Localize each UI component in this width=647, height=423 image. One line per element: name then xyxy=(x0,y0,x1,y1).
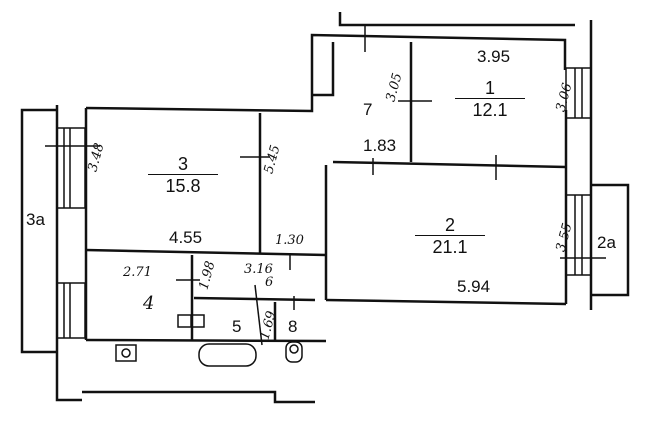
room-1-number: 1 xyxy=(455,78,525,99)
room-1-label: 1 12.1 xyxy=(455,78,525,121)
room-3-area: 15.8 xyxy=(165,176,201,196)
stove-icon xyxy=(115,344,137,362)
wall-room3-room4 xyxy=(85,248,327,257)
room-2-number: 2 xyxy=(415,215,485,236)
bathtub-icon xyxy=(198,343,257,367)
room-6-number: 6 xyxy=(265,275,274,290)
wall-top xyxy=(85,33,567,113)
room-2-area: 21.1 xyxy=(432,237,468,257)
room-2-label: 2 21.1 xyxy=(415,215,485,258)
room-8-number: 8 xyxy=(288,317,298,336)
wall-bottom-outer xyxy=(82,390,315,404)
room-2-width: 5.94 xyxy=(457,277,491,296)
balcony-3a-label: 3a xyxy=(26,210,45,229)
wall-stair xyxy=(338,12,575,27)
room-4-width: 2.71 xyxy=(123,265,152,280)
wall-bottom-left xyxy=(85,338,327,343)
window-room2 xyxy=(565,194,592,276)
wall-entry xyxy=(312,42,335,97)
room-3-number: 3 xyxy=(148,154,218,175)
window-room3 xyxy=(56,127,86,209)
room-3-width: 4.55 xyxy=(169,228,203,247)
room-1-area: 12.1 xyxy=(472,100,508,120)
toilet-icon xyxy=(285,341,303,363)
room-7-number: 7 xyxy=(363,100,373,119)
wall-bottom-right xyxy=(325,298,567,306)
balcony-3a-outline xyxy=(20,108,57,354)
room-5-number: 5 xyxy=(232,317,242,336)
room-1-width: 3.95 xyxy=(477,47,511,66)
wall-room6-room5 xyxy=(193,296,316,302)
room-6-width: 3.16 xyxy=(244,262,273,277)
room-3-label: 3 15.8 xyxy=(148,154,218,197)
balcony-2a-outline xyxy=(591,183,630,297)
room-4-number: 4 xyxy=(143,293,155,314)
window-room4 xyxy=(56,282,86,339)
balcony-2a-label: 2a xyxy=(597,233,616,252)
window-room1 xyxy=(565,67,592,119)
room-6-depth: 1.30 xyxy=(275,233,304,248)
room-7-width: 1.83 xyxy=(363,136,397,155)
wall-room1-room2 xyxy=(332,160,567,169)
